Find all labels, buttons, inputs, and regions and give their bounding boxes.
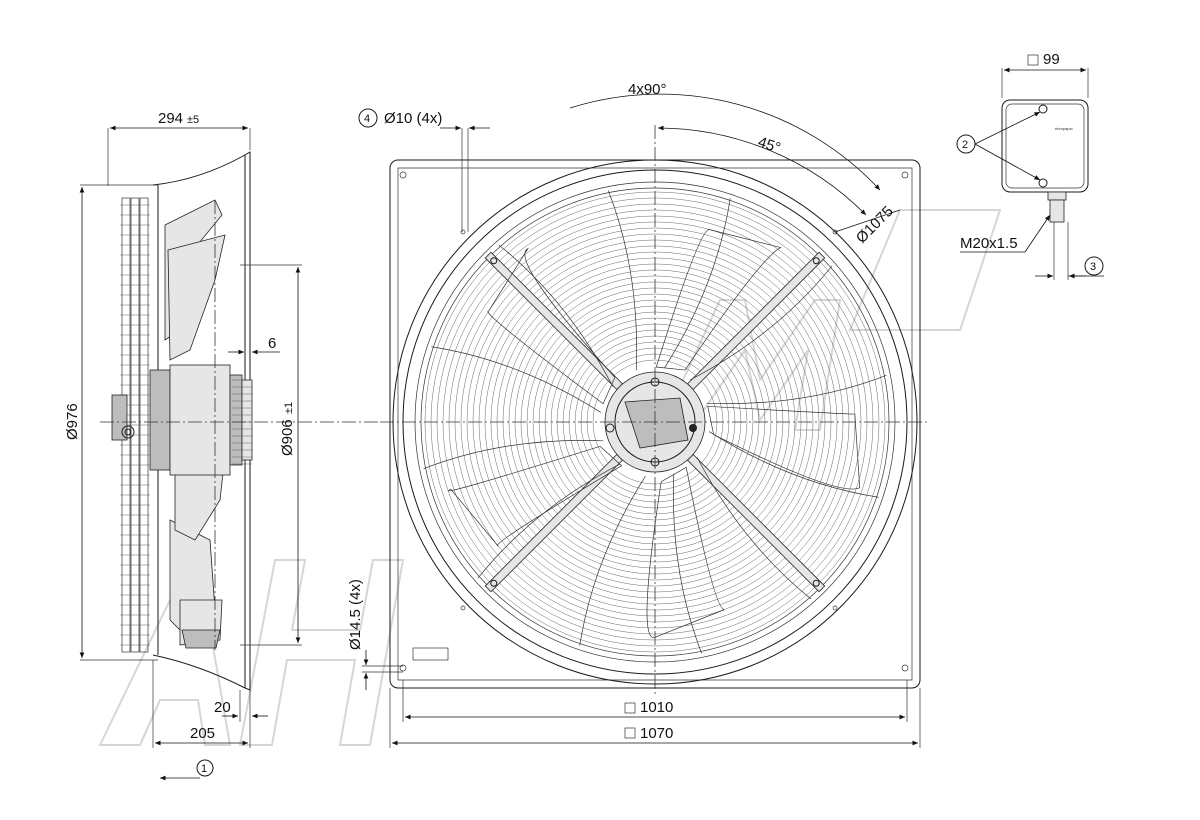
fan-blade: [655, 229, 782, 371]
fan-blades: [448, 229, 861, 638]
bolt-circle-label: Ø1075: [853, 203, 897, 247]
guard-wire: [498, 244, 614, 387]
box-size-label: 99: [1043, 51, 1060, 68]
guard-wire: [708, 431, 879, 498]
terminal-box: ebmpapst 99 2 M20x1.5 3: [956, 51, 1104, 280]
side-view: [100, 151, 380, 691]
spoke-bolt: [812, 257, 820, 265]
guard-wire: [431, 346, 602, 413]
slot-label: Ø14.5 (4x): [347, 579, 364, 650]
angle-label: 45°: [756, 134, 783, 157]
depth-tol: ±5: [187, 114, 199, 126]
watermark: AHM: [98, 209, 1002, 746]
gland-label: M20x1.5: [960, 235, 1018, 252]
motor-fins: [232, 379, 252, 465]
guard-wire: [423, 440, 604, 469]
spoke-bolt: [812, 579, 820, 587]
inner-square-label: 1010: [640, 699, 673, 716]
guard-wire: [696, 457, 812, 600]
brand-label: ebmpapst: [1055, 126, 1073, 131]
front-view: [380, 125, 930, 695]
outer-diameter-label: Ø976: [64, 403, 81, 440]
spoke-bolt: [490, 579, 498, 587]
inner-diameter-tol: ±1: [283, 402, 295, 414]
square-dimension-icon: [624, 727, 636, 739]
guard-wire: [706, 375, 887, 404]
cable-marker: 3: [1090, 261, 1096, 273]
fan-blade: [707, 405, 861, 490]
hole-marker: 4: [364, 113, 370, 125]
outer-square-label: 1070: [640, 725, 673, 742]
guard-spokes: [423, 190, 887, 654]
guard-wire: [579, 475, 646, 646]
depth-label: 294: [158, 110, 183, 127]
side-dimensions: 294 ±5 Ø976 Ø906 ±1 6 20 205 1: [64, 110, 302, 781]
fan-blade: [448, 445, 623, 547]
screw-marker: 2: [962, 139, 968, 151]
flange-label: 6: [268, 335, 276, 352]
base-label: 205: [190, 725, 215, 742]
guard-wire: [608, 190, 637, 371]
square-dimension-icon: [624, 702, 636, 714]
fan-blade: [646, 466, 725, 638]
square-dimension-icon: [1027, 54, 1039, 66]
guard-spoke: [484, 251, 624, 391]
hole-label: Ø10 (4x): [384, 110, 442, 127]
spoke-bolt: [490, 257, 498, 265]
offset-label: 20: [214, 699, 231, 716]
guard-wire: [673, 473, 702, 654]
inner-diameter-label: Ø906: [279, 419, 296, 456]
watermark-text: AHM: [600, 518, 602, 521]
airflow-marker: 1: [201, 763, 207, 775]
guard-spoke: [686, 453, 826, 593]
fan-blade: [487, 247, 616, 405]
angle-pattern-label: 4x90°: [628, 81, 667, 98]
guard-wire: [690, 265, 833, 381]
guard-wire: [664, 198, 731, 369]
